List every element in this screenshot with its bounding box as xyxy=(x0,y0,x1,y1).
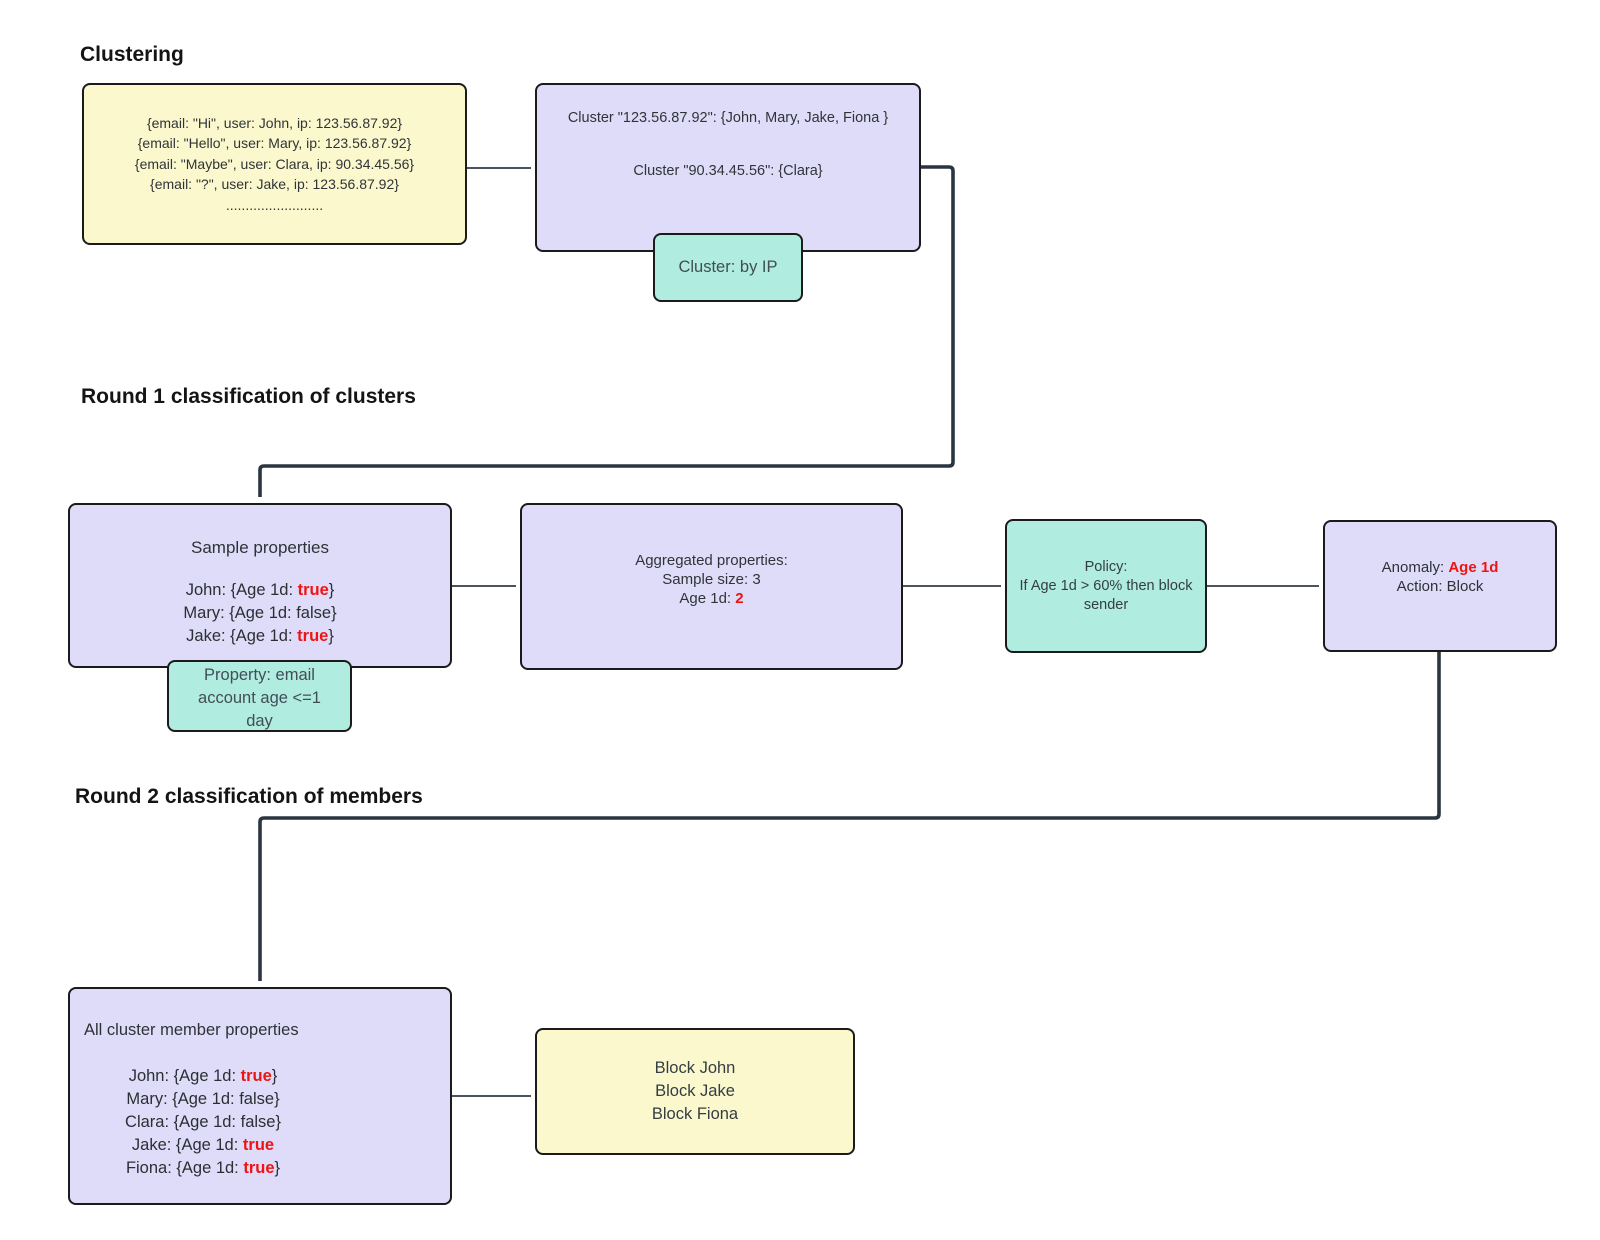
all-members-title: All cluster member properties xyxy=(84,1021,299,1039)
property-age-label: Property: email account age <=1 day xyxy=(167,660,352,732)
email-samples-lines: {email: "Hi", user: John, ip: 123.56.87.… xyxy=(134,114,415,213)
sample-properties-title: Sample properties xyxy=(191,538,329,557)
connector-anomaly-to-members xyxy=(258,652,1441,981)
ip-clusters-lines: Cluster "123.56.87.92": {John, Mary, Jak… xyxy=(567,110,889,179)
sample-properties-lines: John: {Age 1d: true}Mary: {Age 1d: false… xyxy=(183,581,337,645)
policy-box: Policy:If Age 1d > 60% then block sender xyxy=(1005,519,1207,653)
all-members-lines: John: {Age 1d: true}Mary: {Age 1d: false… xyxy=(125,1067,281,1177)
cluster-by-ip-text: Cluster: by IP xyxy=(678,258,778,276)
policy-lines: Policy:If Age 1d > 60% then block sender xyxy=(1019,558,1193,613)
heading-round2: Round 2 classification of members xyxy=(75,785,423,808)
sample-properties-box: Sample properties John: {Age 1d: true}Ma… xyxy=(68,503,452,668)
property-age-text: Property: email account age <=1 day xyxy=(198,666,321,730)
email-samples-box: {email: "Hi", user: John, ip: 123.56.87.… xyxy=(82,83,467,245)
cluster-by-ip-label: Cluster: by IP xyxy=(653,233,803,302)
connector-clusters-to-sample xyxy=(258,165,955,497)
ip-clusters-box: Cluster "123.56.87.92": {John, Mary, Jak… xyxy=(535,83,921,252)
heading-round1: Round 1 classification of clusters xyxy=(81,385,416,408)
heading-clustering: Clustering xyxy=(80,43,184,66)
all-members-box: All cluster member properties John: {Age… xyxy=(68,987,452,1205)
